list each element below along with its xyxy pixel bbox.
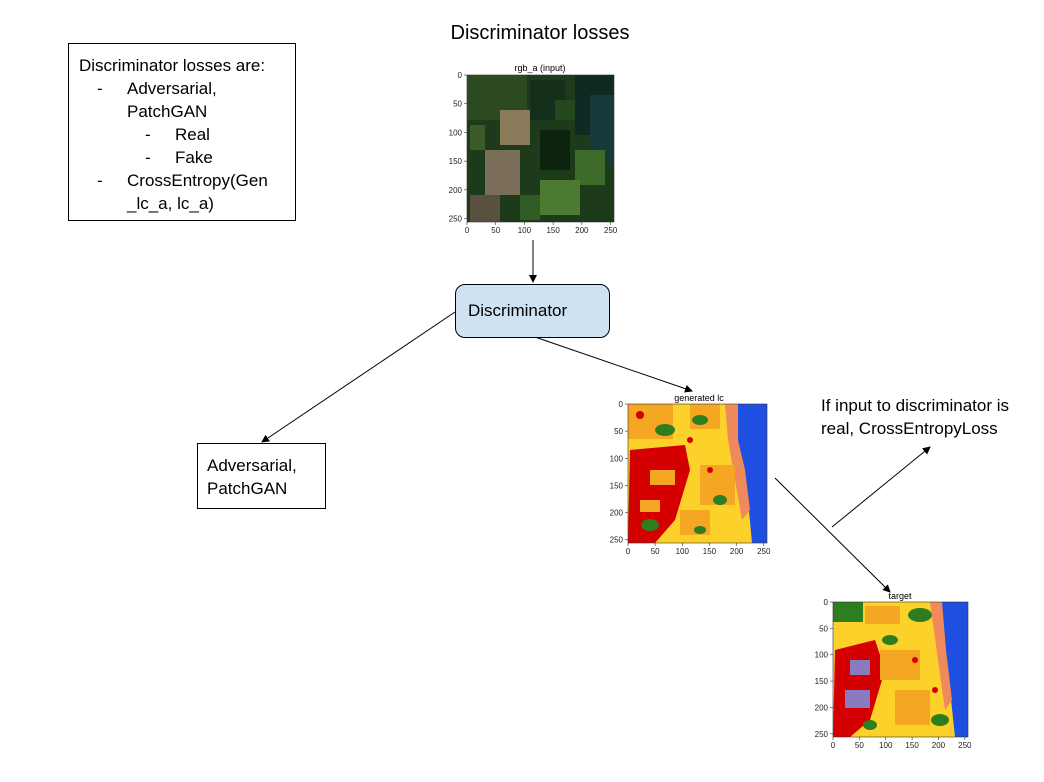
list-bullet: - <box>97 79 103 98</box>
input-x-tick-label: 0 <box>465 226 470 235</box>
generated-x-tick-label: 100 <box>676 547 690 556</box>
generated-x-tick-label: 150 <box>703 547 717 556</box>
input-plot-title: rgb_a (input) <box>514 63 565 73</box>
diagram-title: Discriminator losses <box>450 22 630 44</box>
crossentropy-note: If input to discriminator is real, Cross… <box>821 394 1009 440</box>
list-subitem-fake: Fake <box>175 148 213 167</box>
target-x-tick-label: 200 <box>932 741 946 750</box>
input-x-tick-label: 250 <box>604 226 618 235</box>
target-plot-title: target <box>888 591 912 601</box>
input-x-tick-label: 100 <box>518 226 532 235</box>
discriminator-node: Discriminator <box>455 284 610 338</box>
input-y-tick-label: 200 <box>449 186 463 195</box>
losses-heading: Discriminator losses are: <box>79 56 266 75</box>
generated-y-tick-label: 250 <box>610 536 624 545</box>
arrow-generated-to-target <box>774 477 891 593</box>
generated-x-tick-label: 50 <box>651 547 660 556</box>
target-y-tick-label: 0 <box>824 598 829 607</box>
list-bullet: - <box>145 148 151 167</box>
input-y-tick-label: 50 <box>453 100 462 109</box>
generated-plot: generated lc <box>627 393 768 544</box>
list-item-crossentropy: CrossEntropy(Gen <box>127 171 268 190</box>
target-y-tick-label: 150 <box>815 677 829 686</box>
losses-list-box: Discriminator losses are: - Adversarial,… <box>68 43 296 221</box>
input-y-tick-label: 150 <box>449 157 463 166</box>
list-bullet: - <box>97 171 103 190</box>
target-y-tick-label: 200 <box>815 703 829 712</box>
target-x-tick-label: 150 <box>905 741 919 750</box>
input-x-tick-label: 200 <box>575 226 589 235</box>
list-item-adversarial-cont: PatchGAN <box>127 102 208 121</box>
adversarial-box: Adversarial, PatchGAN <box>197 443 326 509</box>
generated-x-tick-label: 200 <box>730 547 744 556</box>
arrow-discriminator-to-generated <box>534 336 693 393</box>
arrow-discriminator-to-adversarial <box>261 311 456 443</box>
generated-y-tick-label: 50 <box>614 427 623 436</box>
generated-y-tick-label: 0 <box>619 400 624 409</box>
generated-y-tick-label: 150 <box>610 481 624 490</box>
input-y-tick-label: 250 <box>449 215 463 224</box>
target-landcover-image <box>833 602 968 737</box>
target-x-tick-label: 100 <box>879 741 893 750</box>
target-x-tick-label: 50 <box>855 741 864 750</box>
generated-y-tick-label: 200 <box>610 509 624 518</box>
generated-y-tick-label: 100 <box>610 454 624 463</box>
input-y-tick-label: 0 <box>458 71 463 80</box>
note-line2: real, CrossEntropyLoss <box>821 419 998 438</box>
input-x-tick-label: 150 <box>546 226 560 235</box>
generated-plot-title: generated lc <box>674 393 724 403</box>
target-x-tick-label: 0 <box>831 741 836 750</box>
list-bullet: - <box>145 125 151 144</box>
note-line1: If input to discriminator is <box>821 396 1010 415</box>
input-plot: rgb_a (input) <box>466 63 615 223</box>
list-item-crossentropy-cont: _lc_a, lc_a) <box>127 194 214 213</box>
list-subitem-real: Real <box>175 125 210 144</box>
adversarial-line1: Adversarial, <box>207 456 297 475</box>
landcover-image <box>628 404 767 543</box>
target-y-tick-label: 50 <box>819 624 828 633</box>
discriminator-label: Discriminator <box>468 301 568 320</box>
input-y-tick-label: 100 <box>449 128 463 137</box>
target-x-tick-label: 250 <box>958 741 972 750</box>
satellite-image <box>467 75 614 222</box>
input-x-tick-label: 50 <box>491 226 500 235</box>
list-item-adversarial: Adversarial, <box>127 79 217 98</box>
target-y-tick-label: 250 <box>815 730 829 739</box>
target-y-tick-label: 100 <box>815 651 829 660</box>
generated-x-tick-label: 250 <box>757 547 771 556</box>
generated-x-tick-label: 0 <box>626 547 631 556</box>
target-plot: target <box>832 591 969 738</box>
adversarial-line2: PatchGAN <box>207 479 288 498</box>
arrow-to-crossentropy-note <box>831 446 931 528</box>
